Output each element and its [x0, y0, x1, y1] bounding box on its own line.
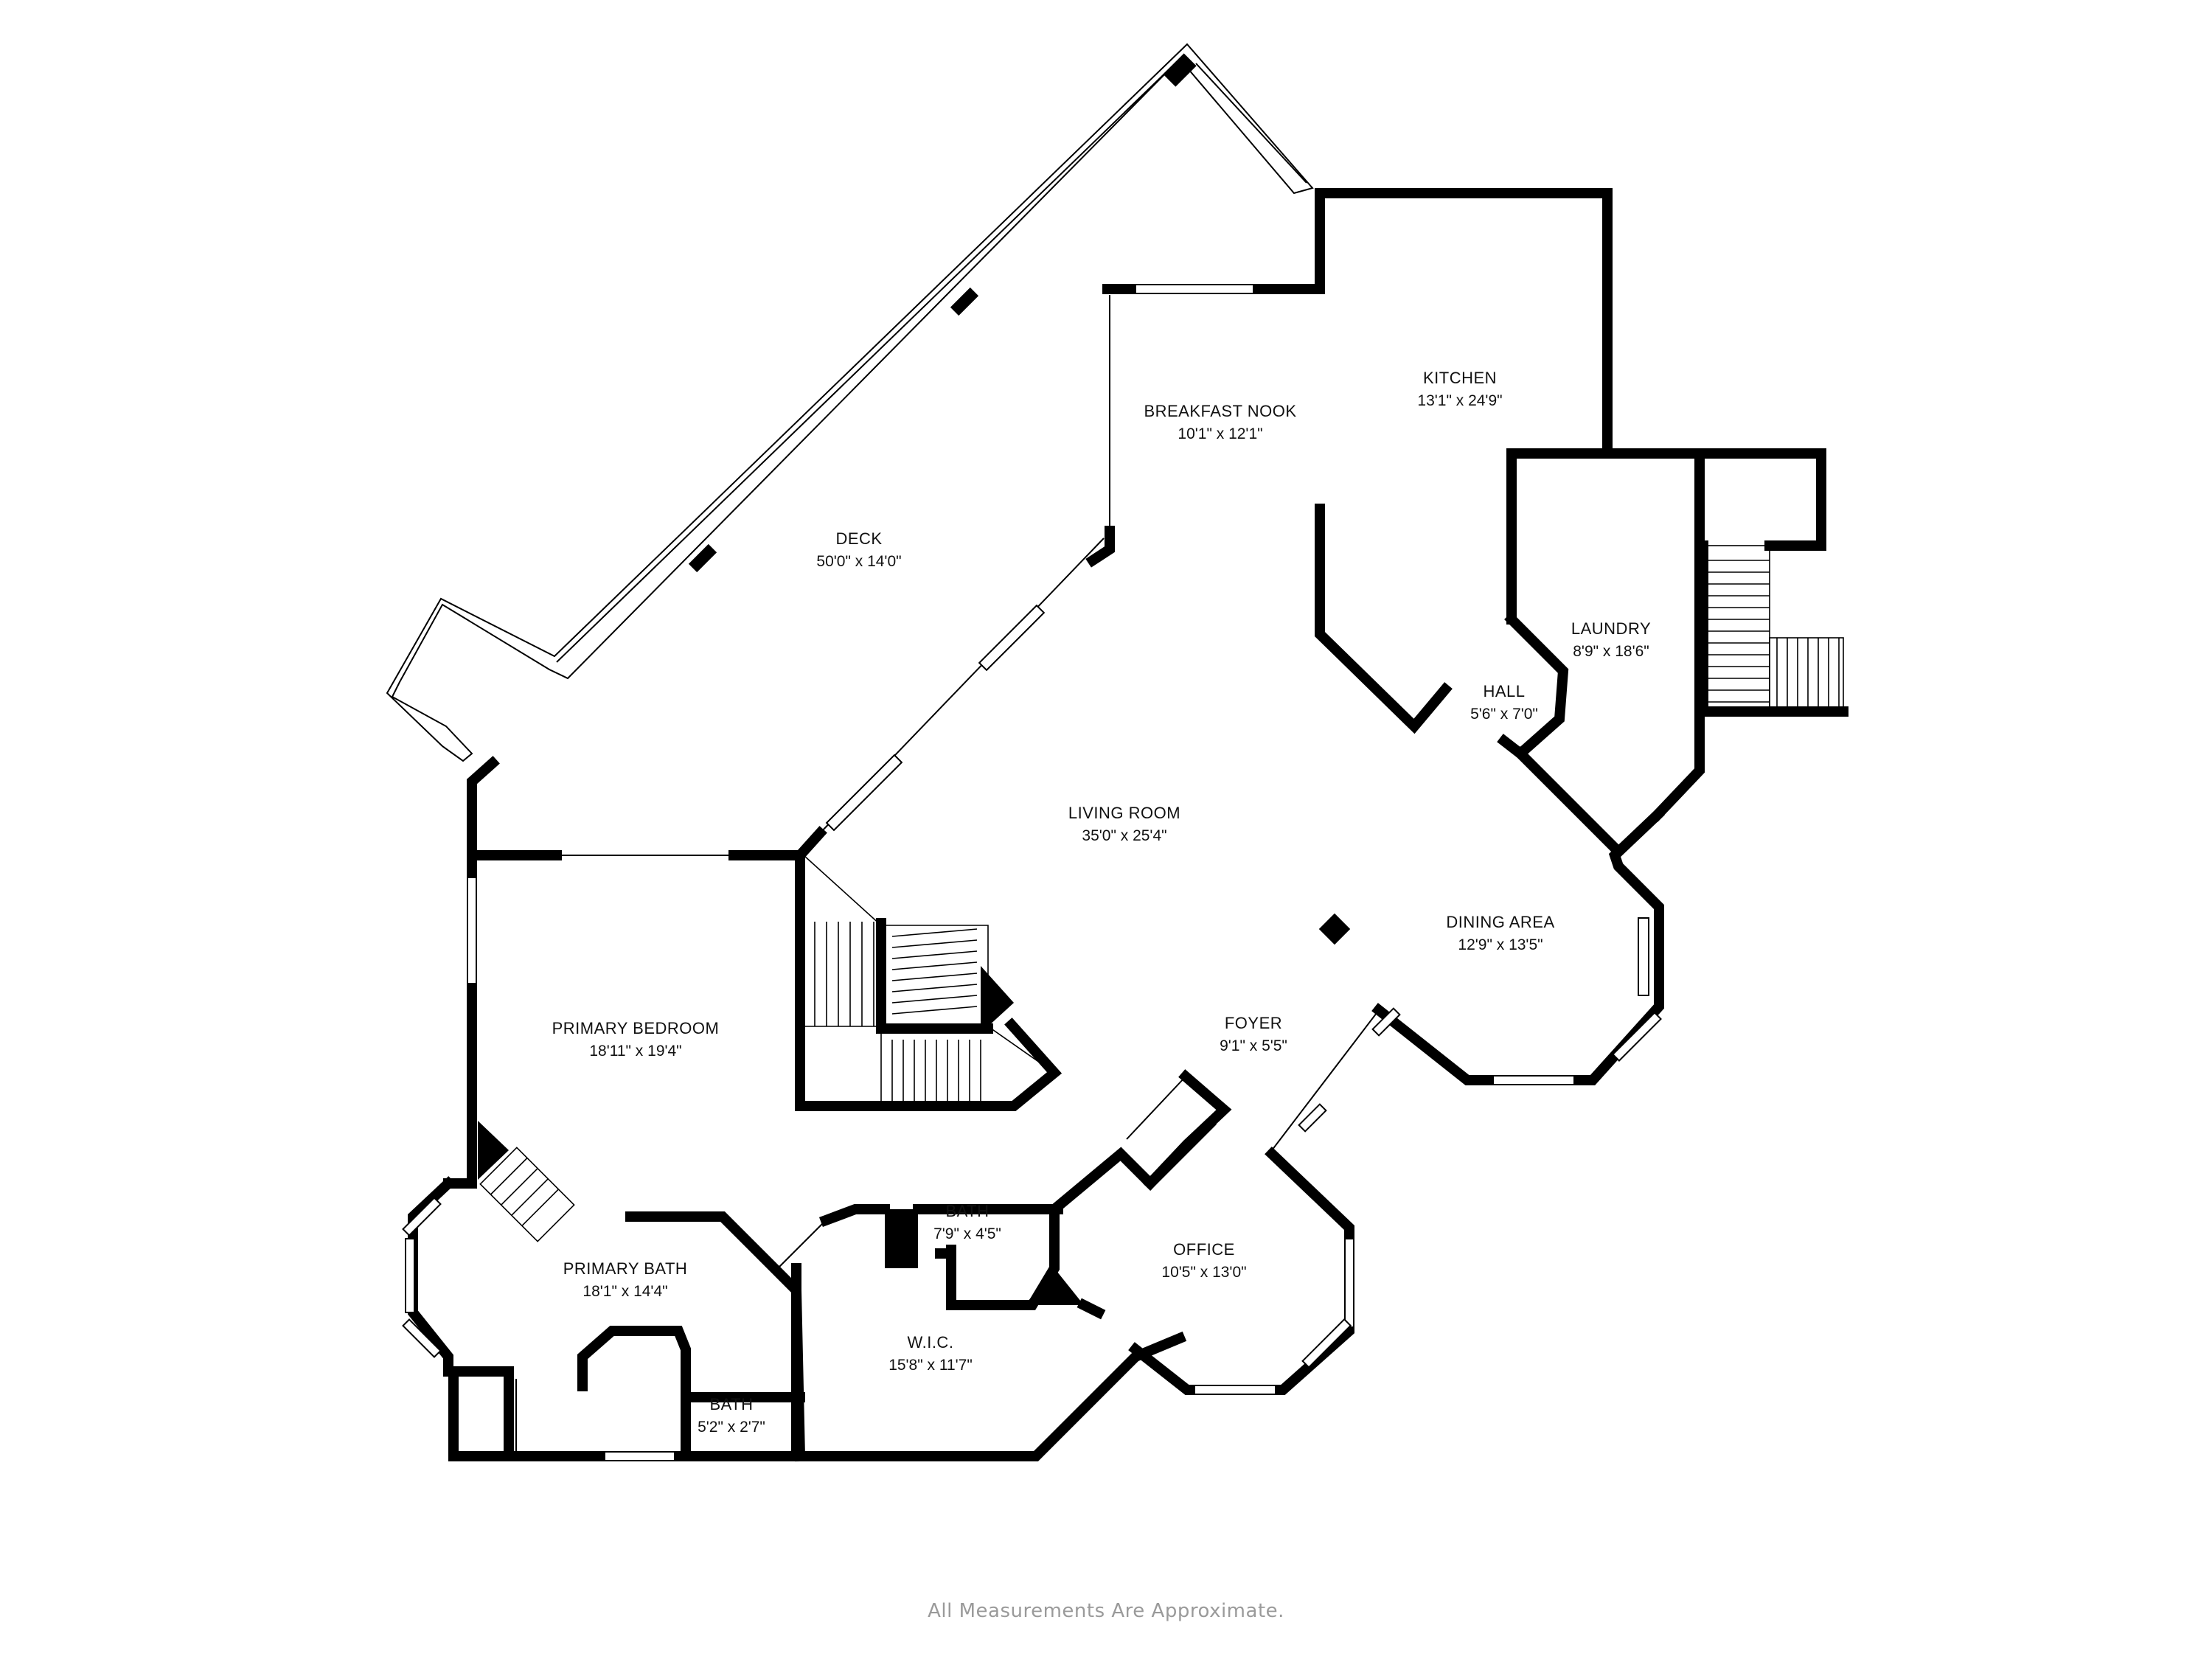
room-name-primary-bedroom: PRIMARY BEDROOM — [552, 1019, 720, 1037]
stair-tread — [891, 928, 978, 937]
deck-outline — [386, 43, 1314, 762]
room-dims-wic: 15'8" x 11'7" — [888, 1357, 973, 1374]
room-name-wic: W.I.C. — [908, 1333, 954, 1352]
room-dims-foyer: 9'1" x 5'5" — [1220, 1037, 1287, 1054]
room-name-deck: DECK — [835, 529, 882, 548]
room-bath-1: BATH 7'9" x 4'5" — [933, 1202, 1001, 1242]
room-name-bath-2: BATH — [709, 1395, 753, 1413]
footer-disclaimer: All Measurements Are Approximate. — [928, 1600, 1284, 1622]
room-office: OFFICE 10'5" x 13'0" — [1161, 1240, 1246, 1281]
room-dims-bath-1: 7'9" x 4'5" — [933, 1225, 1001, 1242]
room-name-foyer: FOYER — [1225, 1014, 1282, 1032]
room-name-breakfast-nook: BREAKFAST NOOK — [1144, 402, 1296, 420]
room-dims-kitchen: 13'1" x 24'9" — [1417, 392, 1502, 409]
laundry-walls — [1497, 448, 1848, 855]
stair-tread — [891, 961, 978, 970]
room-dims-dining-area: 12'9" x 13'5" — [1458, 936, 1543, 953]
kitchen-walls — [1085, 188, 1613, 734]
primary-bath-walls — [402, 1176, 1187, 1462]
room-foyer: FOYER 9'1" x 5'5" — [1220, 1014, 1287, 1054]
room-deck: DECK 50'0" x 14'0" — [816, 529, 901, 570]
room-name-dining-area: DINING AREA — [1446, 913, 1554, 931]
room-name-primary-bath: PRIMARY BATH — [563, 1259, 688, 1278]
stair-tread — [891, 1006, 978, 1015]
room-primary-bedroom: PRIMARY BEDROOM 18'11" x 19'4" — [552, 1019, 720, 1060]
stair-tread — [891, 984, 978, 992]
room-dims-bath-2: 5'2" x 2'7" — [698, 1419, 765, 1436]
room-laundry: LAUNDRY 8'9" x 18'6" — [1571, 619, 1651, 660]
side-stairs — [1703, 545, 1844, 712]
room-dims-primary-bedroom: 18'11" x 19'4" — [589, 1043, 681, 1060]
room-name-kitchen: KITCHEN — [1423, 369, 1497, 387]
room-dining-area: DINING AREA 12'9" x 13'5" — [1446, 913, 1554, 953]
room-dims-deck: 50'0" x 14'0" — [816, 553, 901, 570]
room-primary-bath: PRIMARY BATH 18'1" x 14'4" — [563, 1259, 688, 1300]
room-dims-laundry: 8'9" x 18'6" — [1573, 643, 1649, 660]
stair-tread — [891, 950, 978, 959]
room-living-room: LIVING ROOM 35'0" x 25'4" — [1068, 804, 1180, 844]
room-dims-living-room: 35'0" x 25'4" — [1082, 827, 1166, 844]
room-dims-hall: 5'6" x 7'0" — [1470, 706, 1538, 723]
stair-tread — [891, 939, 978, 948]
central-stairs — [803, 854, 1056, 1107]
room-dims-breakfast-nook: 10'1" x 12'1" — [1178, 425, 1262, 442]
room-dims-office: 10'5" x 13'0" — [1161, 1264, 1246, 1281]
office-walls — [1126, 1007, 1401, 1395]
bedroom-walls — [443, 756, 805, 1242]
room-labels: DECK 50'0" x 14'0" BREAKFAST NOOK 10'1" x … — [552, 369, 1651, 1436]
room-name-bath-1: BATH — [945, 1202, 989, 1220]
stair-tread — [891, 973, 978, 981]
room-name-laundry: LAUNDRY — [1571, 619, 1651, 638]
room-name-office: OFFICE — [1173, 1240, 1235, 1259]
stair-tread — [891, 995, 978, 1004]
room-name-hall: HALL — [1483, 682, 1525, 700]
room-breakfast-nook: BREAKFAST NOOK 10'1" x 12'1" — [1144, 402, 1296, 442]
bath-wic-walls — [818, 1117, 1217, 1320]
living-walls — [795, 538, 1105, 1111]
room-bath-2: BATH 5'2" x 2'7" — [698, 1395, 765, 1436]
room-hall: HALL 5'6" x 7'0" — [1470, 682, 1538, 723]
room-wic: W.I.C. 15'8" x 11'7" — [888, 1333, 973, 1374]
room-kitchen: KITCHEN 13'1" x 24'9" — [1417, 369, 1502, 409]
room-dims-primary-bath: 18'1" x 14'4" — [582, 1283, 667, 1300]
room-name-living-room: LIVING ROOM — [1068, 804, 1180, 822]
dining-walls — [1318, 807, 1665, 1085]
